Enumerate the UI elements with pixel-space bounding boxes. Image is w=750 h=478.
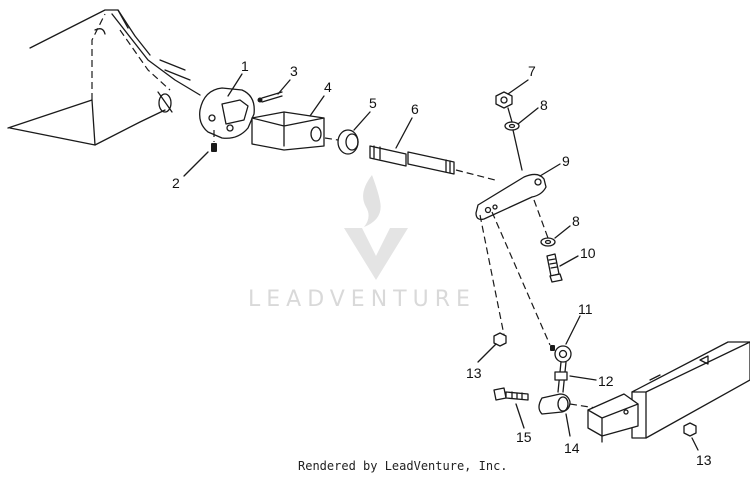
- part-8-washer-lower: [540, 237, 556, 247]
- axis-line-b: [455, 169, 496, 181]
- stud-line: [507, 107, 523, 171]
- part-14-ball-joint-lower: [538, 393, 571, 415]
- callout-9: 9: [562, 153, 570, 169]
- link-line-right: [491, 211, 551, 346]
- part-15-bolt: [493, 387, 529, 401]
- callout-12: 12: [598, 373, 614, 389]
- callout-4: 4: [324, 79, 332, 95]
- callout-14: 14: [564, 440, 580, 456]
- part-4-coupler: [251, 111, 325, 151]
- credit-text: Rendered by LeadVenture, Inc.: [298, 459, 508, 473]
- part-9-lever-arm: [475, 173, 547, 221]
- part-1-hub: [199, 87, 255, 139]
- mount-bracket: [587, 393, 639, 443]
- callout-8-upper: 8: [540, 97, 548, 113]
- part-6-shaft: [369, 145, 455, 175]
- callout-6: 6: [411, 101, 419, 117]
- callout-7: 7: [528, 63, 536, 79]
- chassis-tube: [631, 341, 750, 439]
- axis-line-a: [324, 137, 339, 141]
- leader-lines: [183, 73, 699, 451]
- callout-13-right: 13: [696, 452, 712, 468]
- callout-13-left: 13: [466, 365, 482, 381]
- watermark-logo: [344, 175, 408, 280]
- part-10-bolt: [546, 253, 563, 283]
- callout-8-lower: 8: [572, 213, 580, 229]
- part-13-nut-left: [493, 332, 507, 347]
- part-2-set-screw: [211, 130, 217, 152]
- part-12-rod: [554, 361, 568, 393]
- watermark-text: LEADVENTURE: [248, 287, 476, 312]
- callout-11: 11: [578, 301, 593, 317]
- part-8-washer-upper: [504, 121, 520, 131]
- part-7-nut: [495, 91, 513, 109]
- part-13-nut-right: [683, 422, 697, 437]
- part-11-ball-joint: [550, 345, 572, 363]
- frame-bracket: [7, 9, 201, 146]
- callout-15: 15: [516, 429, 532, 445]
- callout-10: 10: [580, 245, 596, 261]
- callout-5: 5: [369, 95, 377, 111]
- callout-1: 1: [241, 58, 249, 74]
- part-5-bushing: [337, 129, 359, 155]
- axis-line-d: [569, 403, 597, 409]
- callout-2: 2: [172, 175, 180, 191]
- callout-3: 3: [290, 63, 298, 79]
- axis-line-c: [533, 199, 549, 239]
